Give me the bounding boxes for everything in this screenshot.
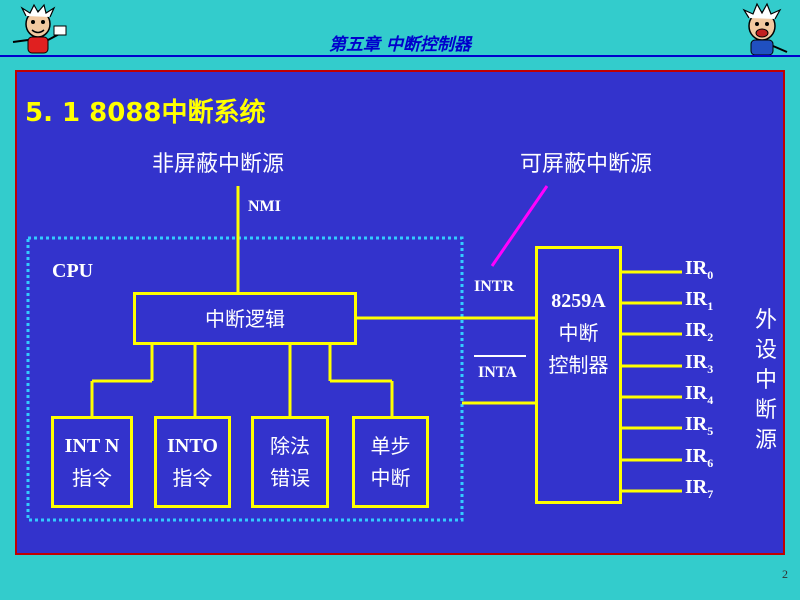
- ir-label-1: IR1: [685, 288, 714, 313]
- ir-label-5: IR5: [685, 413, 714, 438]
- chapter-title: 第五章 中断控制器: [329, 35, 471, 55]
- single-step-line-1: 单步: [370, 434, 411, 458]
- cpu-label: CPU: [52, 260, 94, 282]
- single-step-box: 单步 中断: [352, 416, 429, 508]
- int-n-sub: 指令: [72, 466, 112, 490]
- into-sub: 指令: [172, 466, 213, 490]
- page-number: 2: [782, 567, 788, 581]
- ir-line-stubs: [622, 270, 682, 493]
- cartoon-figure-icon: [732, 2, 792, 58]
- into-label: INTO: [167, 435, 218, 457]
- divide-error-line-2: 错误: [270, 466, 310, 490]
- ir-label-0: IR0: [685, 257, 714, 282]
- peripheral-source-label: 外 设 中 断 源: [754, 308, 777, 453]
- slide-panel: [15, 70, 785, 555]
- ir-label-4: IR4: [685, 382, 714, 407]
- ir-label-7: IR7: [685, 476, 714, 501]
- pic-line-2: 中断: [558, 321, 599, 345]
- into-box: INTO 指令: [154, 416, 231, 508]
- int-n-box: INT N 指令: [51, 416, 133, 508]
- maskable-arrow: [490, 185, 549, 267]
- int-n-label: INT N: [64, 435, 120, 457]
- pic-8259a-box: 8259A 中断 控制器: [535, 246, 622, 504]
- header-divider: [0, 55, 800, 57]
- pic-line-3: 控制器: [548, 353, 609, 377]
- cartoon-figure-icon: [8, 2, 68, 58]
- ir-label-3: IR3: [685, 351, 714, 376]
- maskable-source-label: 可屏蔽中断源: [520, 152, 653, 177]
- ir-label-6: IR6: [685, 445, 714, 470]
- nmi-source-label: 非屏蔽中断源: [152, 152, 285, 177]
- ir-label-2: IR2: [685, 319, 714, 344]
- divide-error-line-1: 除法: [270, 434, 310, 458]
- interrupt-logic-box: 中断逻辑: [133, 292, 357, 345]
- pic-name: 8259A: [551, 290, 606, 312]
- inta-label: INTA: [478, 364, 517, 381]
- intr-label: INTR: [474, 278, 515, 295]
- nmi-label: NMI: [248, 198, 281, 215]
- interrupt-logic-label: 中断逻辑: [205, 306, 285, 331]
- cpu-boundary: [26, 236, 464, 522]
- divide-error-box: 除法 错误: [251, 416, 329, 508]
- section-title: 5. 1 8088中断系统: [25, 98, 266, 128]
- single-step-line-2: 中断: [370, 466, 411, 490]
